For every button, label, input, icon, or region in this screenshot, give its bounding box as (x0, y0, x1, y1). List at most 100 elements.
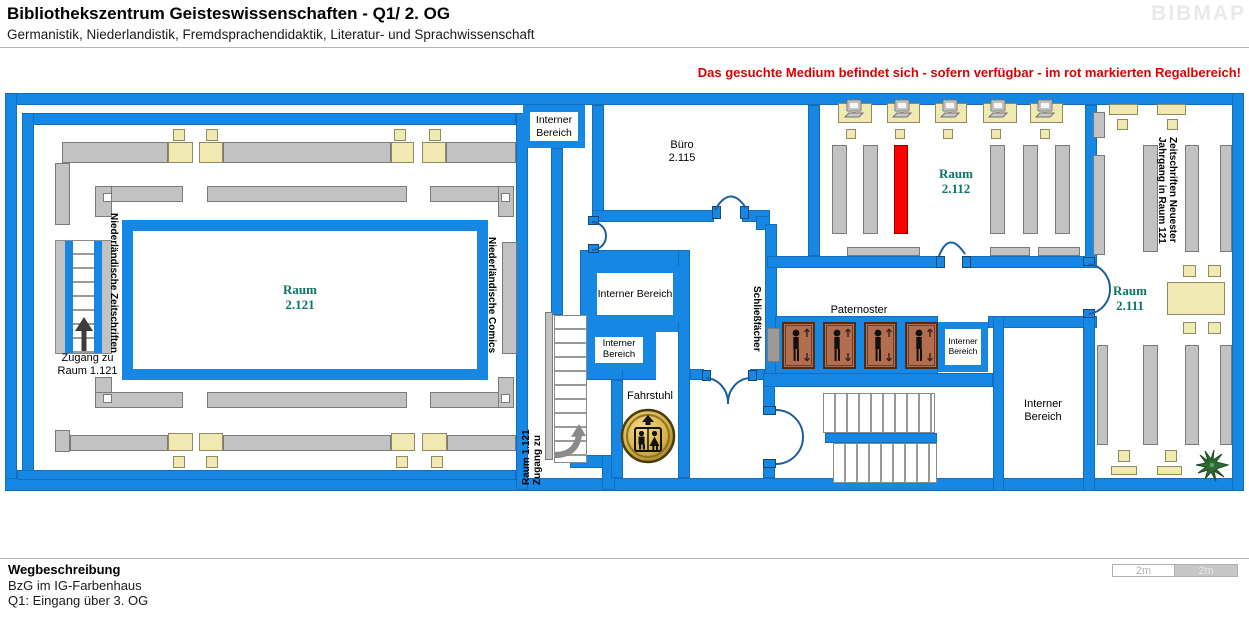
stair-rail (545, 312, 553, 460)
door-arc (938, 241, 966, 257)
page-title: Bibliothekszentrum Geisteswissenschaften… (7, 4, 451, 23)
room-name: Raum (939, 166, 973, 181)
shelf (1055, 145, 1070, 234)
shelf (223, 435, 391, 451)
double-door-arc (1088, 263, 1112, 315)
shelf (1220, 345, 1232, 445)
chair (895, 129, 905, 139)
shelf-corner (103, 193, 112, 202)
chair (1040, 129, 1050, 139)
label-line: Raum 1.121 (521, 429, 532, 485)
door-arc (591, 221, 607, 251)
shelf (1143, 345, 1158, 445)
shelf (70, 435, 168, 451)
wall-leftwing-top (22, 113, 516, 125)
wall-roomD-right (1083, 316, 1095, 491)
chair (1167, 119, 1178, 130)
room-label-buero: Büro 2.115 (655, 139, 709, 165)
interner-label: Interner Bereich (1024, 398, 1062, 424)
shelf (1093, 112, 1105, 138)
room-number: 2.112 (941, 180, 971, 196)
label-schliessfaecher: Schließfächer (751, 286, 762, 352)
door-post (962, 256, 971, 268)
stair-rail (94, 241, 102, 353)
person-icon (826, 325, 853, 366)
room-label-2112: Raum 2.112 (930, 166, 982, 197)
shelf (990, 145, 1005, 234)
interner-bereich-box: Interner Bereich (523, 105, 585, 148)
main-stairs-lower-flight (833, 443, 937, 483)
up-arrow-icon (75, 317, 93, 351)
footer-heading: Wegbeschreibung (8, 562, 121, 577)
wall-entrance-left (690, 369, 704, 380)
interner-bereich-room-label: Interner Bereich (1008, 398, 1078, 424)
wall-leftwing-right (516, 113, 528, 490)
chair (1183, 322, 1196, 334)
room-name: Büro (670, 139, 694, 151)
label-line: Zeitschriften Neuester (1167, 137, 1178, 243)
highlighted-shelf (894, 145, 908, 234)
wall-band-below-paternoster (763, 373, 993, 387)
label-line: Zugang zu (532, 435, 543, 485)
table (422, 433, 447, 451)
chair (1208, 322, 1221, 334)
shelf (446, 142, 516, 163)
chair (1208, 265, 1221, 277)
label-nl-zeitschriften: Niederländische Zeitschriften (108, 213, 119, 354)
chair (1118, 450, 1130, 462)
label-line: Zugang zu (61, 352, 114, 364)
wall-stairwell-divider (551, 148, 563, 315)
room-number: 2.115 (668, 152, 696, 165)
door-post (588, 216, 599, 225)
wall-below-entrance-upper (763, 380, 775, 410)
wall-stairs-divider (825, 433, 937, 443)
interner-label: Interner Bereich (597, 287, 673, 300)
shelf (1093, 155, 1105, 255)
wall-buero-left (592, 105, 604, 222)
paternoster-cabin (782, 322, 815, 369)
header-divider (0, 47, 1249, 48)
computer-icon (843, 99, 865, 118)
wall-outer-right (1232, 93, 1244, 491)
table (1109, 104, 1138, 115)
scale-bar: 2m 2m (1112, 564, 1238, 577)
chair (846, 129, 856, 139)
shelf-corner (501, 193, 510, 202)
person-icon (785, 325, 812, 366)
door-post (763, 459, 776, 468)
door-post (763, 406, 776, 415)
plant-icon (1195, 449, 1230, 482)
shelf (55, 430, 70, 452)
wall-fahrstuhl-left (611, 380, 623, 478)
chair (991, 129, 1001, 139)
corridor-slot (656, 332, 678, 380)
shelf (223, 142, 391, 163)
room-name: Raum (1113, 283, 1147, 298)
wall-entrance-right (750, 369, 765, 380)
room-label-2111: Raum 2.111 (1106, 283, 1154, 314)
chair (943, 129, 953, 139)
label-line: Jahrgang in Raum 121 (1156, 137, 1167, 244)
shelf (863, 145, 878, 234)
locker-block (767, 328, 780, 362)
interner-bereich-box: Interner Bereich (938, 322, 988, 372)
scale-segment: 2m (1112, 564, 1175, 577)
person-icon (867, 325, 894, 366)
chair (394, 129, 406, 141)
door-post (748, 370, 757, 381)
shelf (990, 247, 1030, 256)
chair (206, 456, 218, 468)
double-door-arc (705, 377, 751, 405)
chair (1183, 265, 1196, 277)
wall-corridor-top-right (963, 256, 1097, 268)
shelf-corner (103, 394, 112, 403)
computer-icon (891, 99, 913, 118)
interner-label: Interner Bereich (602, 338, 636, 360)
computer-icon (987, 99, 1009, 118)
shelf (498, 377, 514, 408)
table (199, 433, 223, 451)
label-zeitschriften-neuester: Zeitschriften Neuester Jahrgang in Raum … (1156, 137, 1178, 259)
room-number: 2.121 (285, 296, 315, 312)
shelf (62, 142, 168, 163)
shelf (1185, 145, 1199, 252)
